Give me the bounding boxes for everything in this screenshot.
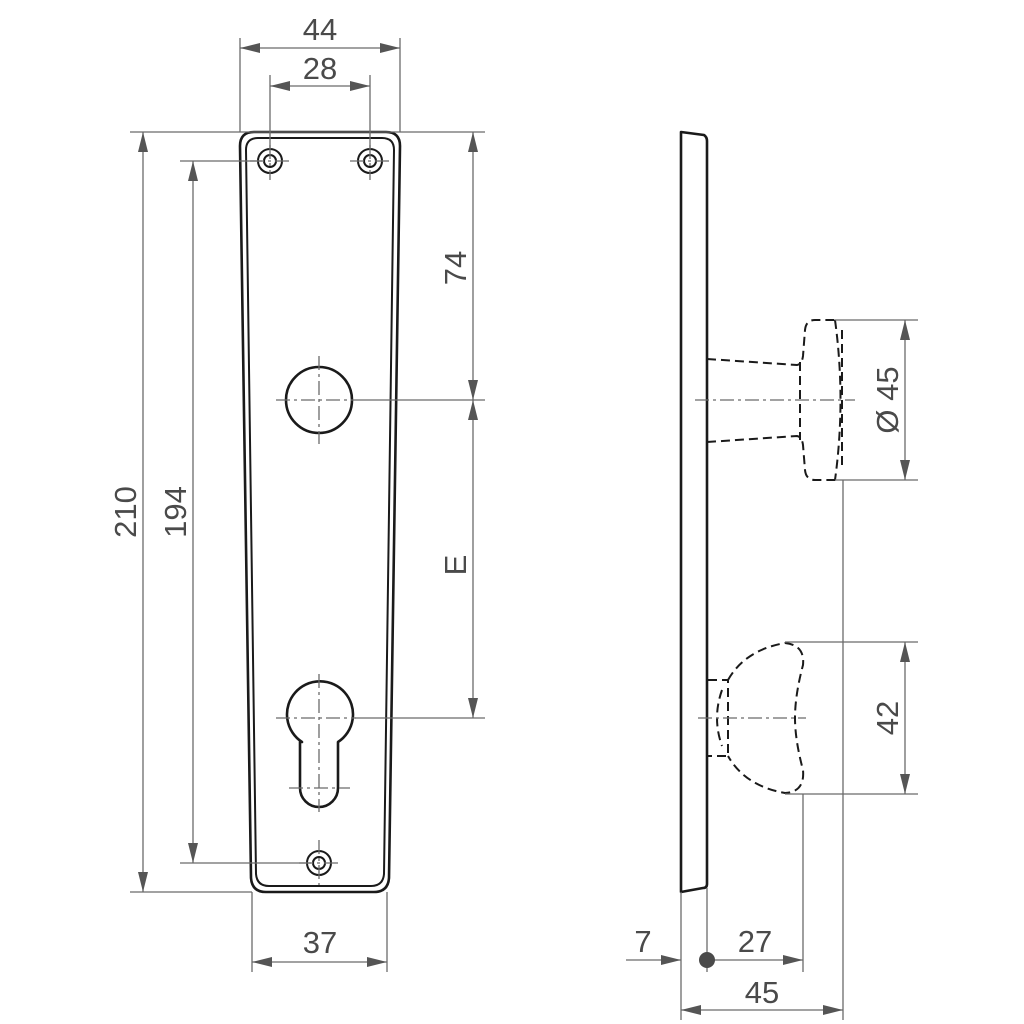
screw-hole-top-right: [350, 145, 390, 180]
plate-profile: [679, 130, 709, 894]
front-view: 44 28 210 194 74 E 37: [108, 12, 485, 972]
screw-hole-top-left: [250, 145, 290, 180]
dim-label-28: 28: [303, 51, 337, 86]
dim-label-27: 27: [738, 924, 772, 959]
dim-label-42: 42: [870, 701, 905, 735]
dim-label-74: 74: [438, 251, 473, 285]
knob-profile: [695, 319, 855, 481]
dim-label-45: 45: [745, 975, 779, 1010]
side-view: Ø 45 42 7 27 45: [626, 130, 918, 1020]
dim-label-diameter-45: Ø 45: [870, 366, 905, 433]
dim-label-e: E: [438, 555, 473, 576]
dim-label-194: 194: [158, 486, 193, 538]
cylinder-keyhole: [276, 674, 356, 812]
dim-label-44: 44: [303, 12, 337, 47]
dim-label-210: 210: [108, 486, 143, 538]
dim-label-37: 37: [303, 925, 337, 960]
origin-dot: [699, 952, 715, 968]
lever-profile: [698, 641, 806, 795]
backplate-inner-edge: [244, 137, 396, 887]
backplate-outline: [238, 130, 402, 894]
spindle-hole: [276, 356, 355, 444]
dim-label-7: 7: [634, 924, 651, 959]
